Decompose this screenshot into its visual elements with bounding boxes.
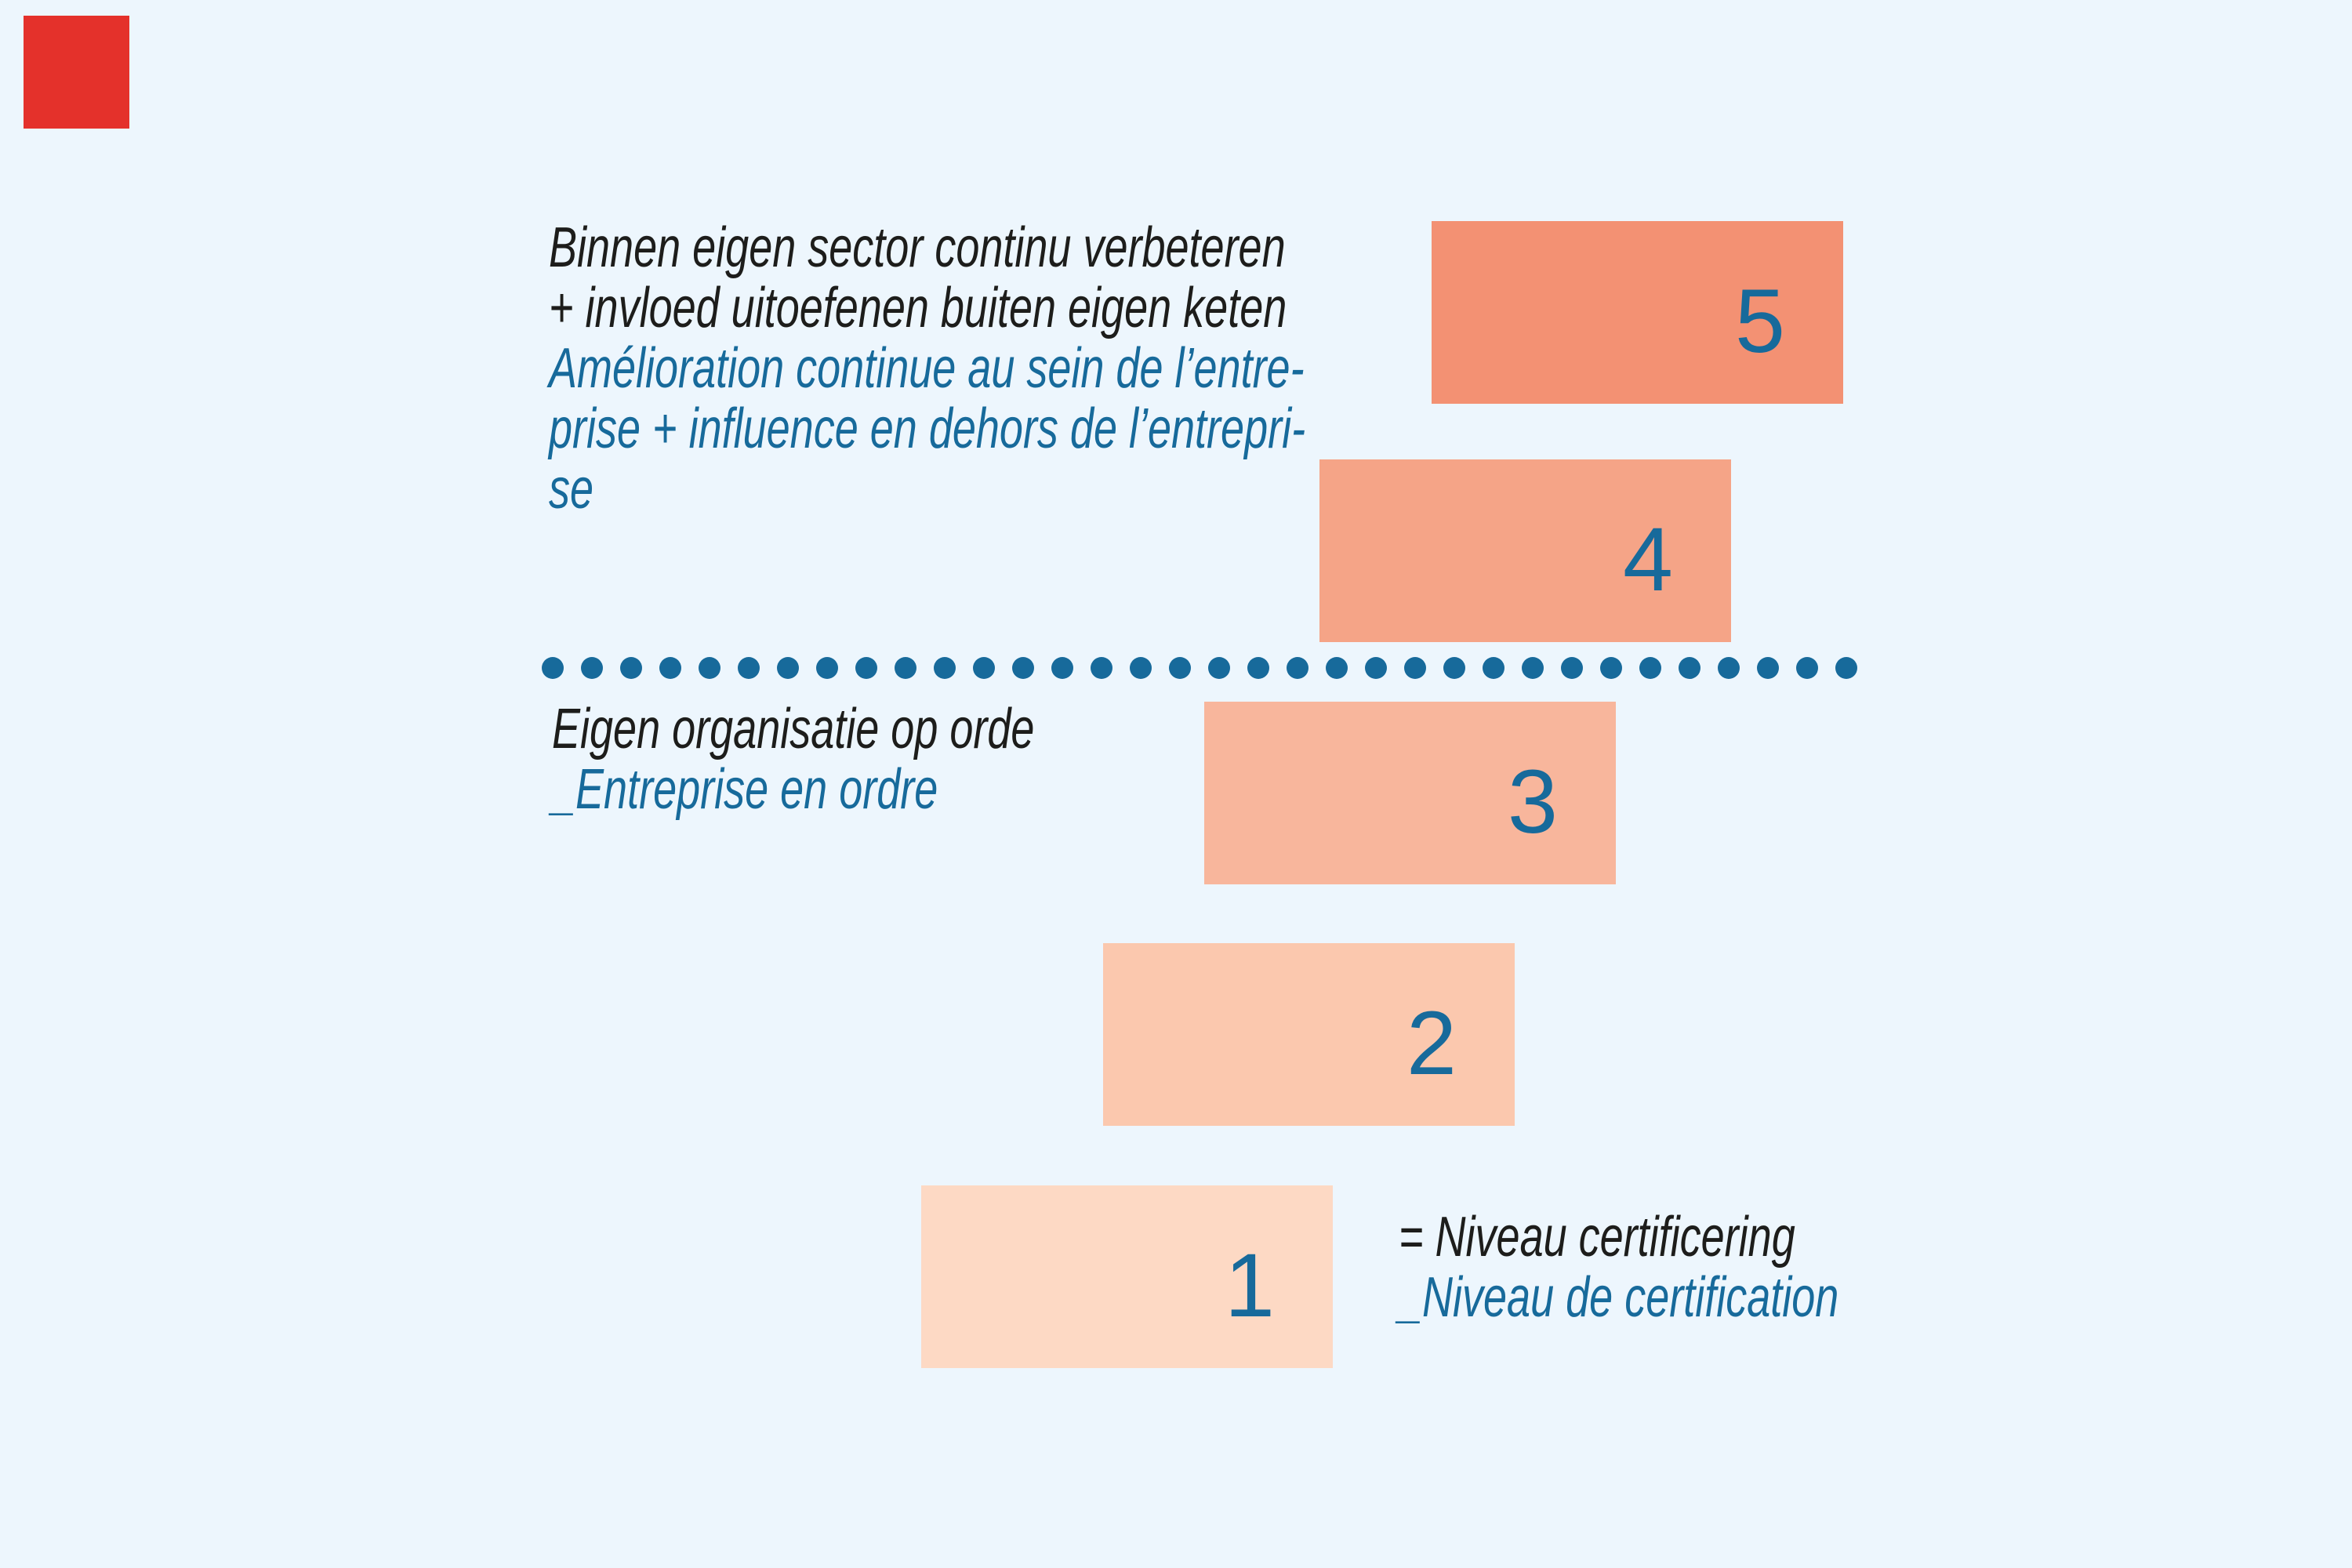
divider-dot: [1208, 657, 1230, 679]
divider-dot: [1483, 657, 1504, 679]
divider-dot: [1639, 657, 1661, 679]
level-block-4: 4: [1319, 459, 1731, 642]
divider-dot: [777, 657, 799, 679]
divider-dot: [699, 657, 720, 679]
legend-line-nl: = Niveau certificering: [1399, 1206, 1795, 1269]
divider-dot: [1443, 657, 1465, 679]
divider-dot: [620, 657, 642, 679]
upper-description-line-fr-2: prise + influence en dehors de l’entrepr…: [549, 397, 1306, 460]
divider-dot: [1796, 657, 1818, 679]
level-number-3: 3: [1508, 752, 1558, 852]
upper-description-line-fr-3: se: [549, 458, 594, 521]
divider-dot: [1600, 657, 1622, 679]
divider-dot: [1091, 657, 1112, 679]
divider-dot: [1404, 657, 1426, 679]
divider-dot: [659, 657, 681, 679]
upper-description-line-nl-2: + invloed uitoefenen buiten eigen keten: [549, 277, 1287, 339]
level-number-2: 2: [1406, 993, 1457, 1094]
legend: = Niveau certificering _Niveau de certif…: [1399, 1207, 1985, 1328]
level-block-3: 3: [1204, 702, 1616, 884]
upper-levels-description: Binnen eigen sector continu verbeteren +…: [549, 218, 1558, 520]
divider-dot: [581, 657, 603, 679]
divider-dot: [1169, 657, 1191, 679]
level-block-1: 1: [921, 1185, 1333, 1368]
divider-dot: [973, 657, 995, 679]
divider-dot: [816, 657, 838, 679]
upper-description-line-nl-1: Binnen eigen sector continu verbeteren: [549, 216, 1286, 279]
divider-dot: [934, 657, 956, 679]
divider-dot: [1326, 657, 1348, 679]
divider-dot: [855, 657, 877, 679]
divider-dot: [1561, 657, 1583, 679]
divider-dot: [1365, 657, 1387, 679]
level-number-4: 4: [1623, 510, 1673, 610]
level-number-1: 1: [1225, 1236, 1275, 1336]
legend-line-fr: _Niveau de certification: [1399, 1266, 1839, 1329]
corner-red-mark: [24, 16, 129, 129]
divider-dot: [1130, 657, 1152, 679]
divider-dot: [1522, 657, 1544, 679]
certification-threshold-dotted-line: [542, 657, 1857, 679]
divider-dot: [1012, 657, 1034, 679]
divider-dot: [1247, 657, 1269, 679]
divider-dot: [1835, 657, 1857, 679]
lower-levels-description: Eigen organisatie op orde _Entreprise en…: [552, 699, 1196, 820]
level-number-5: 5: [1735, 271, 1785, 372]
divider-dot: [738, 657, 760, 679]
upper-description-line-fr-1: Amélioration continue au sein de l’entre…: [549, 337, 1305, 400]
divider-dot: [1679, 657, 1700, 679]
divider-dot: [1757, 657, 1779, 679]
lower-description-line-fr: _Entreprise en ordre: [552, 758, 938, 821]
divider-dot: [1287, 657, 1308, 679]
divider-dot: [542, 657, 564, 679]
level-block-2: 2: [1103, 943, 1515, 1126]
divider-dot: [1051, 657, 1073, 679]
divider-dot: [1718, 657, 1740, 679]
divider-dot: [895, 657, 916, 679]
lower-description-line-nl: Eigen organisatie op orde: [552, 698, 1035, 760]
level-block-5: 5: [1432, 221, 1843, 404]
